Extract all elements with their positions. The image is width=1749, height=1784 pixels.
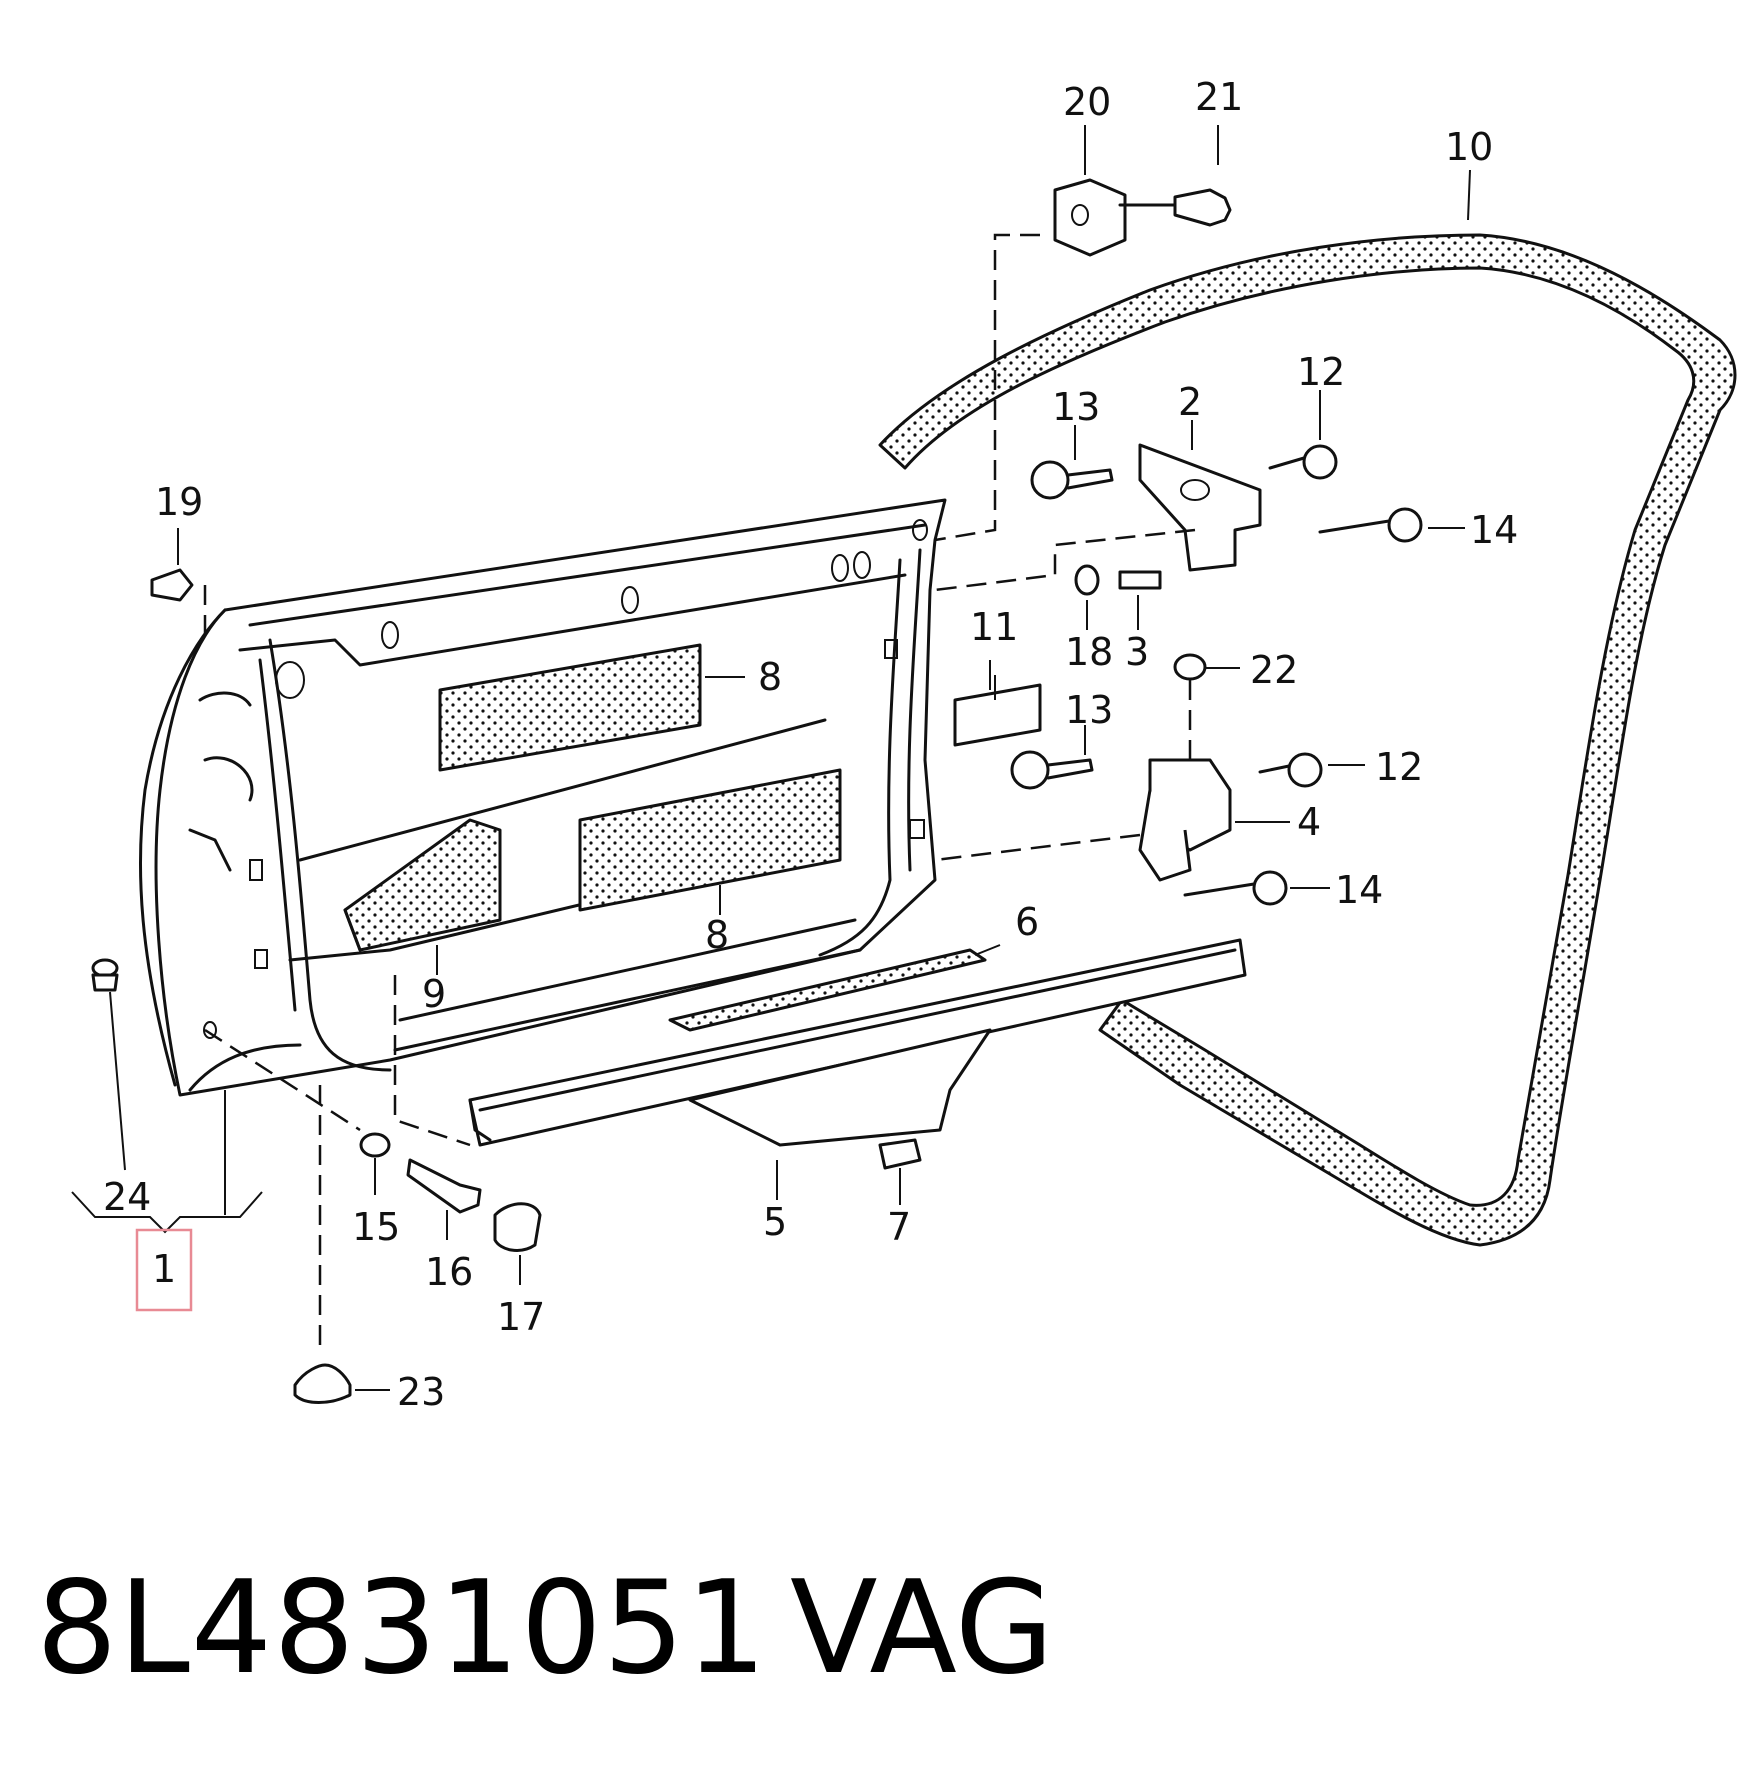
callout-1: 1 [152,1247,176,1291]
callout-4: 4 [1297,800,1321,844]
callout-21: 21 [1195,75,1243,119]
callout-17: 17 [497,1295,545,1339]
callout-14-lower: 14 [1335,868,1383,912]
callout-24: 24 [103,1175,151,1219]
callout-5: 5 [763,1200,787,1244]
callout-11: 11 [970,605,1018,649]
callout-12-upper: 12 [1297,350,1345,394]
callout-10: 10 [1445,125,1493,169]
callout-labels: 1 2 3 4 5 6 7 8 8 9 10 11 12 12 13 13 14… [103,75,1518,1414]
assembly-lines [203,233,1196,1355]
callout-14-upper: 14 [1470,508,1518,552]
callout-13-lower: 13 [1065,688,1113,732]
part-number: 8L4831051 [36,1554,768,1703]
callout-22: 22 [1250,648,1298,692]
callout-8-upper: 8 [758,655,782,699]
callout-9: 9 [422,972,446,1016]
callout-13-upper: 13 [1052,385,1100,429]
callout-8-lower: 8 [705,913,729,957]
callout-23: 23 [397,1370,445,1414]
callout-16: 16 [425,1250,473,1294]
callout-20: 20 [1063,80,1111,124]
small-parts [91,178,1423,1404]
callout-2: 2 [1178,380,1202,424]
insulation-pad-lower [578,768,842,912]
callout-18: 18 [1065,630,1113,674]
highlight-box [135,1228,193,1312]
callout-3: 3 [1125,630,1149,674]
insulation-pad-upper [438,643,702,772]
leader-lines [71,125,1471,1391]
brand-name: VAG [790,1554,1054,1703]
door-seal [878,233,1737,1247]
callout-7: 7 [887,1205,911,1249]
callout-6: 6 [1015,900,1039,944]
insulation-pad-triangle [343,818,502,952]
callout-12-lower: 12 [1375,745,1423,789]
door-shell [138,498,947,1097]
callout-19: 19 [155,480,203,524]
sill-strip [468,938,1247,1147]
callout-15: 15 [352,1205,400,1249]
